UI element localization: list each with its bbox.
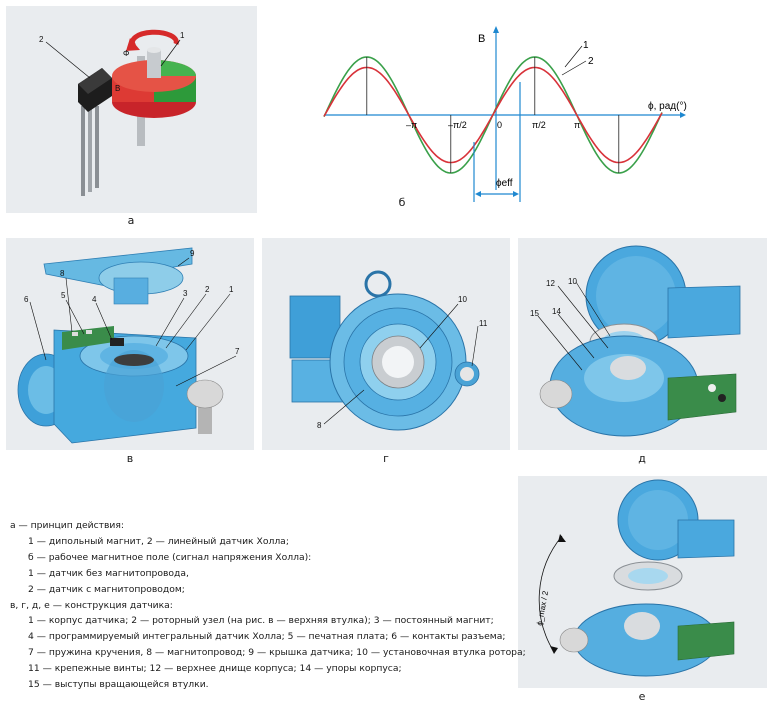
hall-field-chart: –π –π/2 0 π/2 π B ϕ, рад(°) 1 2 ϕeff — [323, 26, 687, 202]
label-v-7: 7 — [235, 347, 240, 356]
label-a-phi: Φ — [123, 49, 129, 58]
caption-d: д — [638, 452, 646, 465]
legend-line: в, г, д, е — конструкция датчика: — [10, 599, 173, 611]
panel-g: 10 11 8 — [262, 238, 510, 450]
label-v-8: 8 — [60, 269, 65, 278]
chart-series — [323, 56, 663, 174]
dipole-magnet — [112, 29, 196, 146]
label-v-5: 5 — [61, 291, 66, 300]
sensor-assembly-drawing: 9 8 5 4 3 2 1 6 7 — [17, 247, 240, 444]
caption-v: в — [126, 452, 134, 465]
legend-line: а — принцип действия: — [10, 520, 125, 531]
panel-d: 10 12 14 15 — [518, 238, 767, 450]
mounting-screw — [186, 379, 224, 434]
series-label-2: 2 — [588, 56, 594, 67]
sensor-rotation-drawing: ϕ_max / 2 — [535, 479, 735, 677]
legend-line: 15 — выступы вращающейся втулки. — [28, 679, 209, 691]
x-tick-label: π — [574, 120, 580, 130]
caption-e: е — [638, 690, 646, 703]
chart-ticks: –π –π/2 0 π/2 π — [366, 57, 620, 173]
series-line-2 — [323, 66, 663, 164]
label-g-11: 11 — [479, 319, 488, 328]
label-d-14: 14 — [552, 307, 561, 316]
chart-xlabel: ϕ, рад(°) — [648, 101, 687, 112]
caption-b: б — [398, 196, 406, 209]
panel-a: 2 1 B Φ — [6, 6, 257, 213]
label-v-6: 6 — [24, 295, 29, 304]
legend-line: 2 — датчик с магнитопроводом; — [28, 583, 185, 595]
label-a-B: B — [115, 84, 120, 93]
caption-a: а — [127, 214, 135, 227]
y-axis-arrow — [493, 26, 499, 33]
label-a-2: 2 — [39, 35, 44, 44]
hall-sensor — [78, 68, 112, 196]
chart-ylabel: B — [478, 33, 485, 45]
legend-line: 1 — корпус датчика; 2 — роторный узел (н… — [28, 615, 494, 627]
label-g-10: 10 — [458, 295, 467, 304]
x-tick-label: 0 — [497, 120, 502, 130]
x-tick-label: –π/2 — [448, 120, 467, 130]
label-d-10: 10 — [568, 277, 577, 286]
legend-line: 1 — датчик без магнитопровода, — [28, 567, 189, 579]
label-v-3: 3 — [183, 289, 188, 298]
sensor-cover — [43, 247, 193, 305]
legend-line: 1 — дипольный магнит, 2 — линейный датчи… — [28, 535, 289, 547]
caption-g: г — [383, 452, 389, 465]
x-tick-label: –π — [406, 120, 417, 130]
label-d-12: 12 — [546, 279, 555, 288]
panel-v: 9 8 5 4 3 2 1 6 7 — [6, 238, 254, 450]
chart-axes — [324, 26, 686, 190]
label-a-1: 1 — [180, 31, 185, 40]
label-e-phi: ϕ_max / 2 — [535, 590, 550, 627]
legend-line: 11 — крепежные винты; 12 — верхнее днище… — [28, 663, 402, 675]
label-v-4: 4 — [92, 295, 97, 304]
sensor-top-view-drawing: 10 11 8 — [289, 270, 488, 431]
figure-legend: а — принцип действия: 1 — дипольный магн… — [10, 518, 526, 693]
legend-line: 4 — программируемый интегральный датчик … — [28, 631, 506, 643]
label-d-15: 15 — [530, 309, 539, 318]
label-v-1: 1 — [229, 285, 234, 294]
label-g-8: 8 — [317, 421, 322, 430]
phi-eff-label: ϕeff — [496, 178, 513, 189]
label-v-2: 2 — [205, 285, 210, 294]
panel-e: ϕ_max / 2 — [518, 476, 767, 688]
sensor-housing — [17, 326, 197, 444]
legend-line: 7 — пружина кручения, 8 — магнитопровод;… — [28, 647, 526, 659]
sensor-exploded-drawing: 10 12 14 15 — [530, 245, 741, 437]
series-label-1: 1 — [583, 40, 589, 51]
x-axis-arrow — [680, 112, 686, 118]
legend-line: б — рабочее магнитное поле (сигнал напря… — [28, 551, 312, 563]
hall-principle-drawing: 2 1 B Φ — [39, 29, 196, 196]
x-tick-label: π/2 — [532, 120, 546, 130]
label-v-9: 9 — [190, 249, 195, 258]
